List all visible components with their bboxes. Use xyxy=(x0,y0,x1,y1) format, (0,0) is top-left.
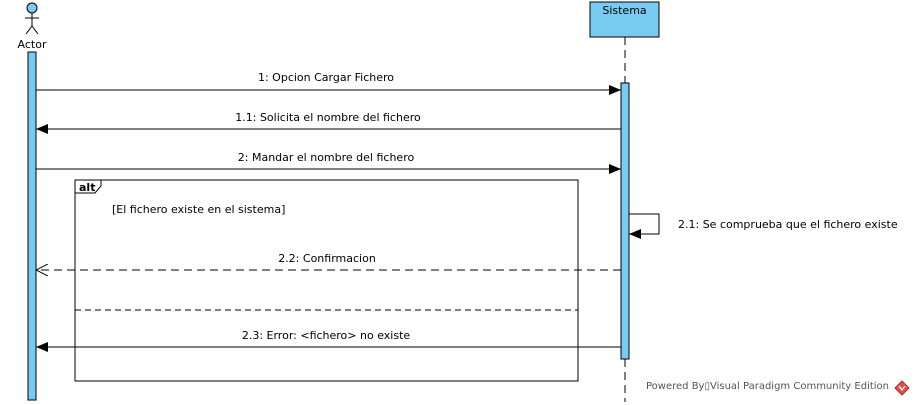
message-2-1-label: 2.1: Se comprueba que el fichero existe xyxy=(678,218,898,231)
message-1-1-label: 1.1: Solicita el nombre del fichero xyxy=(235,111,421,124)
watermark-text: Powered By▯Visual Paradigm Community Edi… xyxy=(646,381,890,392)
system-lifeline-box[interactable] xyxy=(589,1,660,38)
alt-operator-tab xyxy=(74,179,102,194)
actor-figure[interactable] xyxy=(25,2,39,35)
alt-fragment[interactable] xyxy=(74,179,579,382)
message-2-1-self-arrow[interactable] xyxy=(629,213,660,239)
system-label: Sistema xyxy=(602,4,646,17)
message-1-label: 1: Opcion Cargar Fichero xyxy=(258,71,394,84)
message-2-2-label: 2.2: Confirmacion xyxy=(278,252,376,265)
visual-paradigm-logo-icon xyxy=(894,380,910,396)
alt-guard-label: [El fichero existe en el sistema] xyxy=(112,203,285,216)
message-2-label: 2: Mandar el nombre del fichero xyxy=(238,151,415,164)
message-2-3-label: 2.3: Error: <fichero> no existe xyxy=(242,329,411,342)
alt-operator-label: alt xyxy=(79,181,95,194)
actor-label: Actor xyxy=(18,38,47,51)
system-activation-bar[interactable] xyxy=(620,82,630,360)
actor-activation-bar[interactable] xyxy=(27,51,37,401)
